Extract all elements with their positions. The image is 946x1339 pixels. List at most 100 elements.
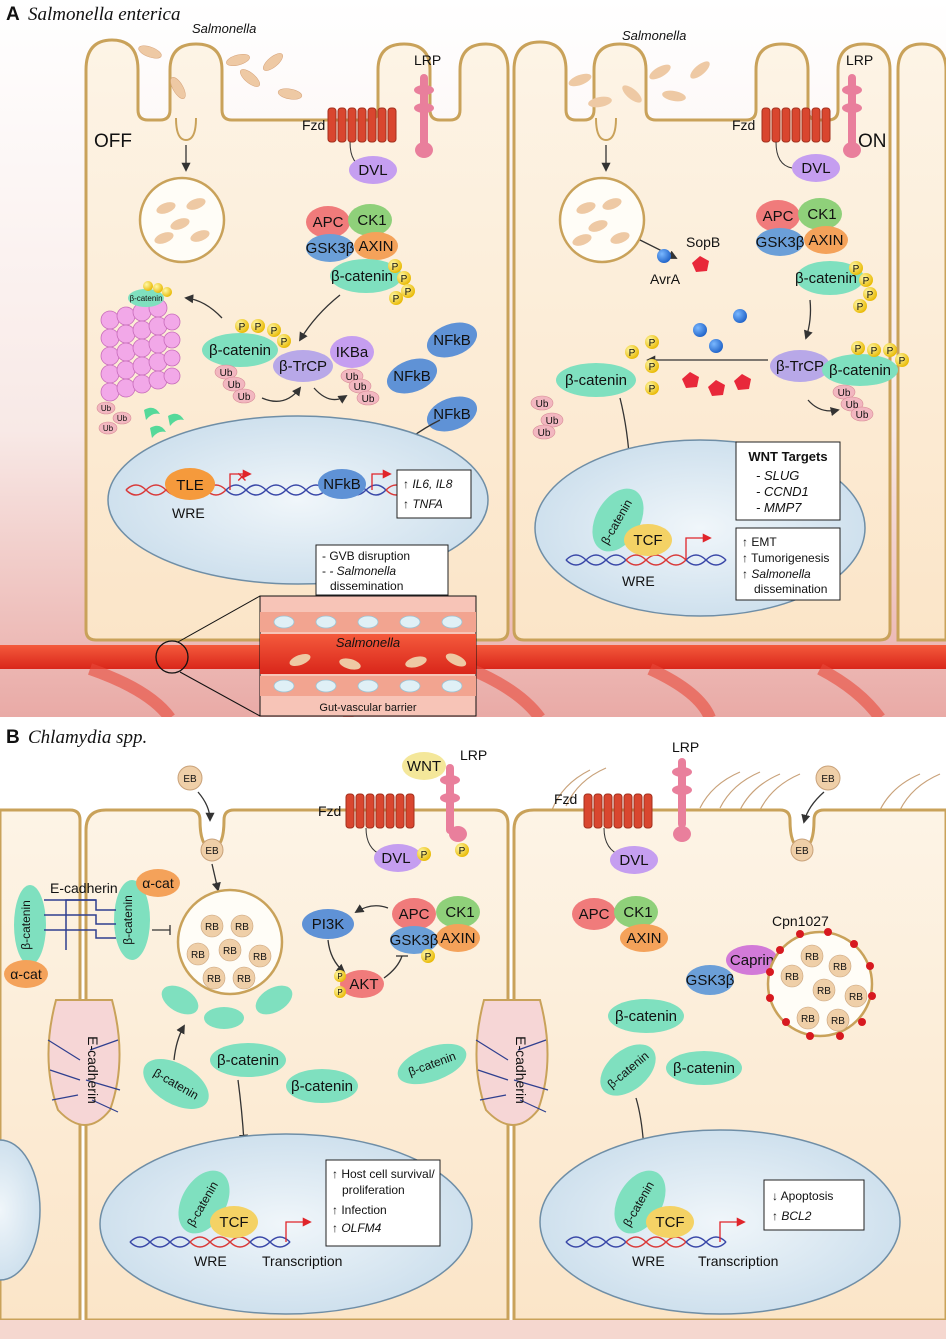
degraded-fragments <box>144 407 184 438</box>
nfkb-label: NFkB <box>433 332 471 349</box>
dvl-label-b-left: DVL <box>381 850 410 867</box>
outcome-bcl2: BCL2 <box>781 1209 811 1223</box>
released-phosphates <box>625 335 659 395</box>
e-cadherin-junction-right: E-cadherin <box>513 1036 529 1104</box>
nfkb-target-2: TNFA <box>412 497 442 511</box>
avra-effector <box>657 249 671 263</box>
state-on-label: ON <box>858 131 887 152</box>
outcome-box-b-right <box>763 1179 865 1231</box>
bcat-free-label: β-catenin <box>673 1060 735 1077</box>
pi3k <box>302 909 354 939</box>
destruction-complex-left <box>306 204 402 293</box>
zoom-circle <box>155 640 189 674</box>
outcome-tumorigenesis: Tumorigenesis <box>751 551 829 565</box>
ub-label: Ub <box>228 380 241 391</box>
ub-label: Ub <box>838 388 851 399</box>
apc-label-b-right: APC <box>579 906 610 923</box>
ck1-label-left: CK1 <box>357 212 386 229</box>
ub-label: Ub <box>354 382 367 393</box>
lrp-label-b-right: LRP <box>672 739 699 755</box>
p-label: P <box>281 337 288 348</box>
lrp-receptor-b-right <box>672 758 692 842</box>
gvb-label: Gut-vascular barrier <box>319 702 417 714</box>
bcat-btrcp-label-left: β-catenin <box>209 342 271 359</box>
gsk-label-b-left: GSK3β <box>390 932 439 949</box>
p-label: P <box>425 952 432 963</box>
lrp-label-left: LRP <box>414 52 441 68</box>
p-label: P <box>855 344 862 355</box>
fzd-label-right: Fzd <box>732 117 755 133</box>
axin-label-left: AXIN <box>358 238 393 255</box>
nfkb-molecules <box>386 322 478 432</box>
p-label: P <box>857 302 864 313</box>
rb-label: RB <box>849 992 863 1003</box>
destruction-complex-b-left <box>390 896 480 954</box>
outcome-survival: Host cell survival/ <box>341 1167 435 1181</box>
sopb-effectors <box>682 372 751 396</box>
ub-label: Ub <box>856 410 869 421</box>
btrcp-complex-right <box>770 350 898 386</box>
p-label: P <box>393 294 400 305</box>
gsk-label-b-right: GSK3β <box>686 972 735 989</box>
lrp-receptor-right <box>842 74 862 158</box>
dvl-label-b-right: DVL <box>619 852 648 869</box>
outcome-proliferation: proliferation <box>342 1183 405 1197</box>
akt <box>340 970 384 998</box>
p-label: P <box>871 346 878 357</box>
eb-particle-right <box>815 765 841 791</box>
ub-label: Ub <box>220 368 233 379</box>
wnt-target-3: - MMP7 <box>756 500 802 515</box>
nfkb-label: NFkB <box>433 406 471 423</box>
salmonella-label-left: Salmonella <box>192 21 256 36</box>
bcat-free-b-right <box>600 999 742 1096</box>
p-label: P <box>853 264 860 275</box>
bcat-free-label: β-catenin <box>217 1052 279 1069</box>
outcome-box-a-right <box>735 527 841 601</box>
lrp-receptor-left <box>414 74 434 158</box>
cilia <box>551 767 941 811</box>
fzd-label-left: Fzd <box>302 117 325 133</box>
tle-repressor <box>165 468 215 500</box>
fzd-receptor-left <box>327 107 397 169</box>
bcat-recruited-inclusion <box>161 985 293 1029</box>
gsk-b-right <box>686 965 734 995</box>
svg-text:↓ Apoptosis: ↓ Apoptosis <box>772 1189 833 1203</box>
eb-label-right: EB <box>821 774 835 785</box>
proteasome <box>100 298 181 402</box>
rb-label: RB <box>253 952 267 963</box>
p-label: P <box>337 972 342 981</box>
p-label: P <box>899 356 906 367</box>
outcome-emt: EMT <box>751 535 777 549</box>
gvb-salmonella-label: Salmonella <box>336 635 400 650</box>
wre-label-right: WRE <box>622 573 655 589</box>
svg-text:↑ Host cell survival/: ↑ Host cell survival/ <box>332 1167 435 1181</box>
transcription-label-b-right: Transcription <box>698 1253 778 1269</box>
ub-label: Ub <box>546 416 559 427</box>
svg-text:↑ Tumorigenesis: ↑ Tumorigenesis <box>742 551 829 565</box>
fzd-label-b-right: Fzd <box>554 791 577 807</box>
p-label: P <box>337 988 342 997</box>
gut-vascular-barrier-inset <box>259 595 477 717</box>
bcat-complex-label-right: β-catenin <box>795 270 857 287</box>
dvl-b-left <box>374 844 422 872</box>
phospho-group <box>851 341 909 367</box>
rb-label: RB <box>801 1014 815 1025</box>
bcat-junction-right-label: β-catenin <box>121 895 135 945</box>
tcf-label-right: TCF <box>633 532 662 549</box>
e-cadherin-junction-left: E-cadherin <box>85 1036 101 1104</box>
outcome-dissemination: dissemination <box>754 582 827 596</box>
outcome-salmonella: Salmonella <box>751 567 811 581</box>
outcome-infection: Infection <box>341 1203 386 1217</box>
pi3k-label: PI3K <box>312 916 345 933</box>
phospho-group <box>235 319 291 348</box>
ub-label: Ub <box>346 372 359 383</box>
p-label: P <box>239 322 246 333</box>
gvb-outcome-line-2: - Salmonella <box>329 564 396 578</box>
lrp-label-right: LRP <box>846 52 873 68</box>
lrp-label-b-left: LRP <box>460 747 487 763</box>
rb-label: RB <box>817 986 831 997</box>
ub-label: Ub <box>103 424 114 433</box>
ubiquitin-chain-right <box>530 384 874 440</box>
rb-label: RB <box>235 922 249 933</box>
ub-label: Ub <box>538 428 551 439</box>
